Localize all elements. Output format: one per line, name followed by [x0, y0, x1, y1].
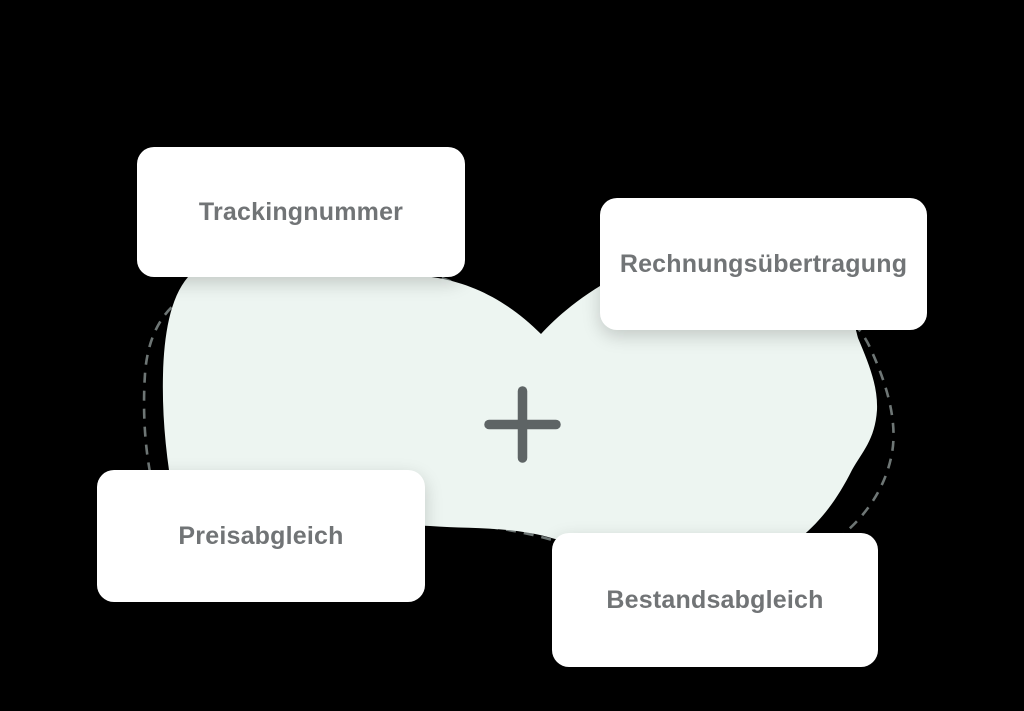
card-rechnungsuebertragung: Rechnungsübertragung	[600, 198, 927, 330]
card-trackingnummer: Trackingnummer	[137, 147, 465, 277]
card-rechnungsuebertragung-label: Rechnungsübertragung	[619, 249, 908, 278]
plus-icon	[484, 386, 561, 463]
card-preisabgleich-label: Preisabgleich	[178, 521, 344, 550]
card-trackingnummer-label: Trackingnummer	[198, 197, 404, 226]
card-bestandsabgleich: Bestandsabgleich	[552, 533, 878, 667]
card-preisabgleich: Preisabgleich	[97, 470, 425, 602]
card-bestandsabgleich-label: Bestandsabgleich	[606, 585, 824, 614]
